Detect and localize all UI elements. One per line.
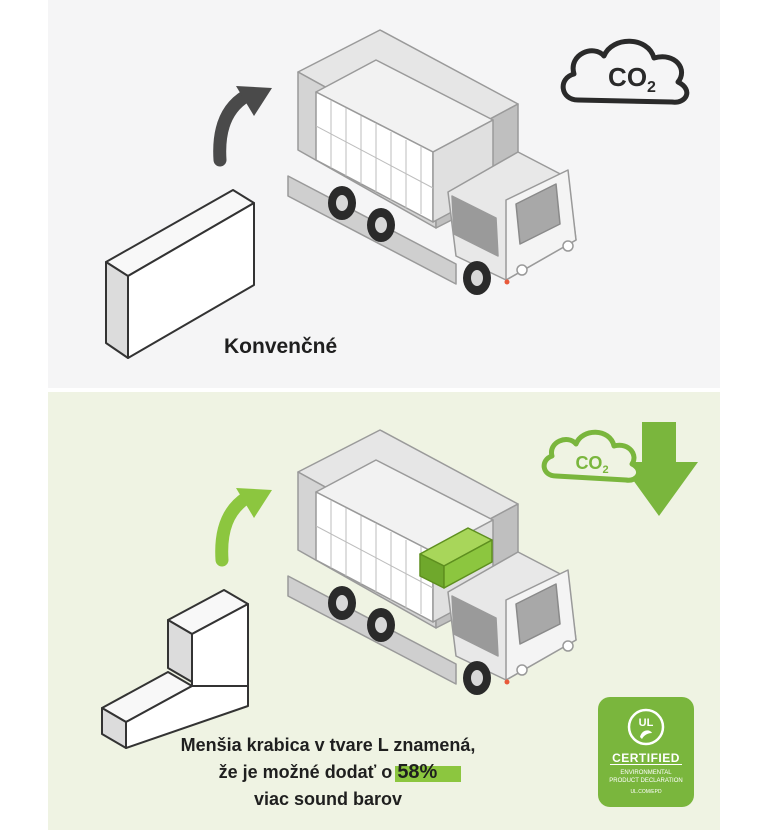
upward-arrow-icon	[215, 488, 272, 567]
conventional-box	[105, 189, 255, 359]
co2-reduction-icon: CO2	[541, 422, 698, 516]
caption-line-1: Menšia krabica v tvare L znamená,	[180, 735, 476, 755]
ul-logo-icon: UL	[627, 708, 665, 746]
badge-site: UL.COM/EPD	[630, 789, 662, 795]
conventional-illustration: CO2	[105, 29, 690, 359]
conventional-caption: Konvenčné	[224, 335, 338, 358]
svg-text:CO2: CO2	[575, 453, 608, 476]
improved-caption: Menšia krabica v tvare L znamená, že je …	[48, 732, 608, 813]
badge-certified-text: CERTIFIED	[612, 751, 680, 765]
badge-divider	[610, 764, 682, 765]
caption-line-3: viac sound barov	[253, 789, 403, 809]
l-shaped-box	[101, 589, 249, 749]
delivery-truck	[287, 429, 577, 695]
badge-description: ENVIRONMENTAL PRODUCT DECLARATION	[598, 769, 694, 785]
badge-line-2: PRODUCT DECLARATION	[609, 778, 683, 784]
improved-illustration: CO2	[101, 422, 698, 749]
ul-certified-badge: UL CERTIFIED ENVIRONMENTAL PRODUCT DECLA…	[598, 697, 694, 807]
badge-line-1: ENVIRONMENTAL	[620, 770, 672, 776]
improved-panel: CO2 Menšia krabica v tvare L znamená, že…	[48, 392, 720, 830]
extra-box-highlight	[419, 527, 493, 589]
co2-cloud-icon: CO2	[560, 38, 690, 105]
caption-line-2: že je možné dodať o 58%	[48, 759, 608, 786]
upward-arrow-icon	[213, 86, 272, 167]
delivery-truck	[287, 29, 577, 295]
conventional-panel: CO2 Konvenčné	[48, 0, 720, 388]
caption-line-2-prefix: že je možné dodať o	[218, 762, 398, 782]
percent-highlight: 58%	[397, 761, 438, 783]
svg-text:UL: UL	[639, 717, 654, 729]
